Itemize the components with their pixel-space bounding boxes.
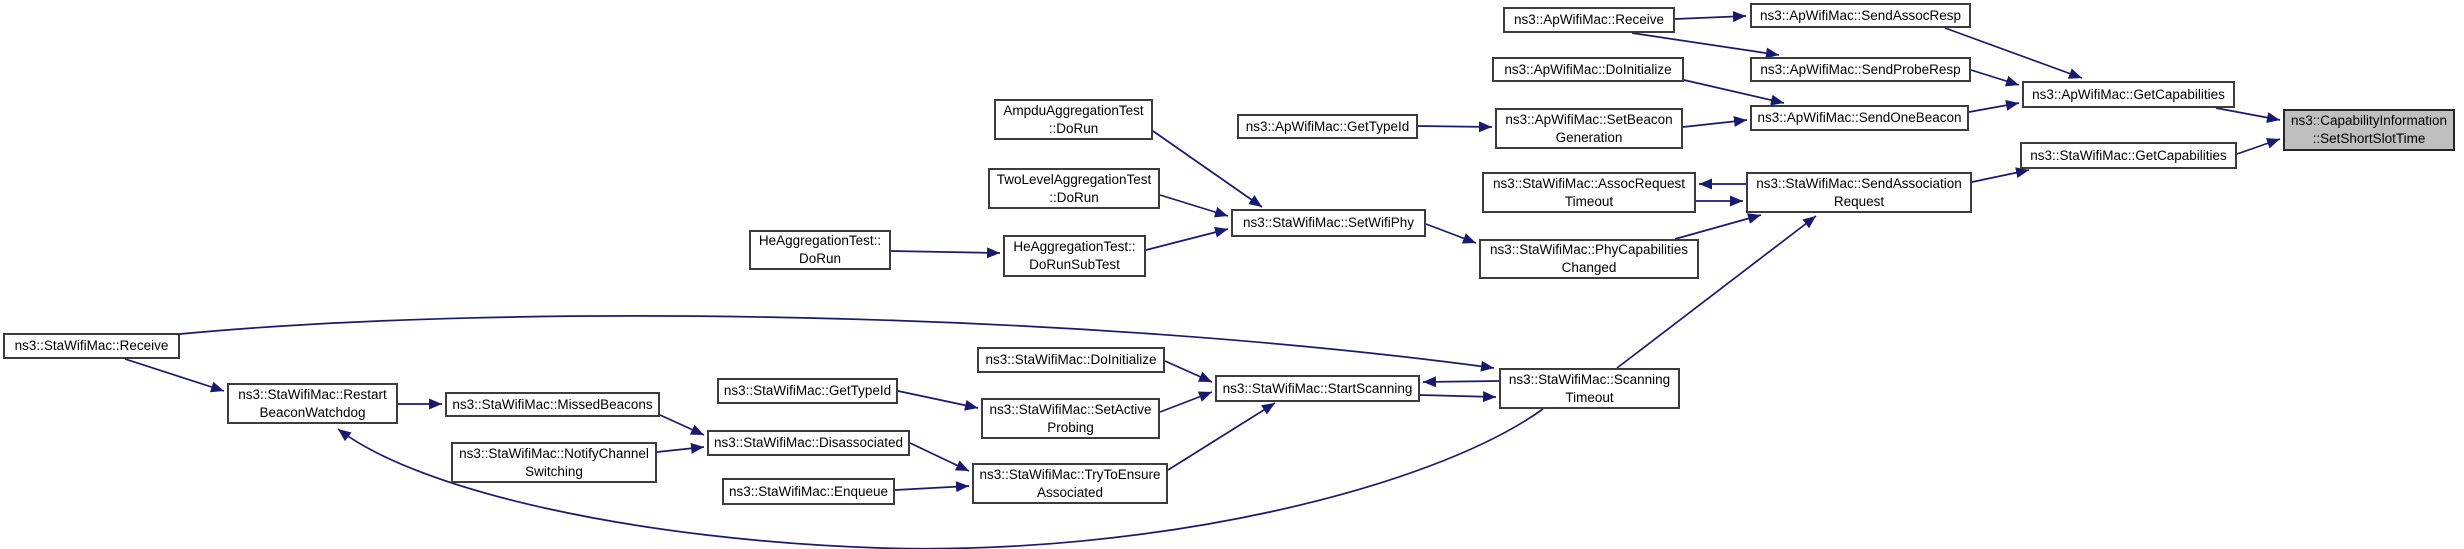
edge-scanning-timeout-to-send-association-request — [1616, 215, 1817, 369]
edge-scanning-timeout-to-restart-beacon-watchdog — [337, 408, 1544, 549]
node-sta-wifimac-get-capabilities[interactable]: ns3::StaWifiMac::GetCapabilities — [2020, 142, 2237, 169]
node-he-aggregation-test-do-run-sub-test[interactable]: HeAggregationTest:: DoRunSubTest — [1003, 235, 1146, 277]
edge-notify-channel-switching-to-disassociated — [656, 442, 705, 454]
edge-set-beacon-generation-to-send-one-beacon — [1682, 115, 1748, 128]
edge-sta-get-capabilities-to-target — [2236, 138, 2281, 155]
edge-send-assoc-resp-to-ap-get-capabilities — [1944, 27, 2083, 79]
node-sta-wifimac-set-wifi-phy[interactable]: ns3::StaWifiMac::SetWifiPhy — [1231, 209, 1426, 237]
node-ap-wifimac-set-beacon-generation[interactable]: ns3::ApWifiMac::SetBeacon Generation — [1495, 108, 1683, 149]
node-ap-wifimac-send-probe-resp[interactable]: ns3::ApWifiMac::SendProbeResp — [1750, 57, 1971, 82]
edge-ap-receive-to-send-probe-resp — [1631, 32, 1780, 59]
edge-sta-receive-to-scanning-timeout — [179, 315, 1495, 372]
node-sta-wifimac-start-scanning[interactable]: ns3::StaWifiMac::StartScanning — [1215, 375, 1420, 402]
edge-he-dorunsubtest-to-set-wifi-phy — [1145, 226, 1229, 251]
edge-send-probe-resp-to-ap-get-capabilities — [1970, 69, 2020, 87]
node-capability-information-set-short-slot-time: ns3::CapabilityInformation ::SetShortSlo… — [2283, 109, 2455, 151]
node-sta-wifimac-get-type-id[interactable]: ns3::StaWifiMac::GetTypeId — [717, 378, 898, 404]
node-sta-wifimac-missed-beacons[interactable]: ns3::StaWifiMac::MissedBeacons — [445, 392, 660, 417]
edge-twolevel-dorun-to-set-wifi-phy — [1159, 194, 1229, 218]
node-he-aggregation-test-do-run[interactable]: HeAggregationTest:: DoRun — [749, 230, 891, 270]
edge-ap-get-type-id-to-set-beacon-generation — [1417, 121, 1493, 133]
node-ap-wifimac-send-assoc-resp[interactable]: ns3::ApWifiMac::SendAssocResp — [1750, 3, 1971, 28]
edge-phy-capabilities-changed-to-send-association-request — [1674, 213, 1762, 240]
edge-ap-get-capabilities-to-target — [2215, 107, 2281, 124]
node-sta-wifimac-disassociated[interactable]: ns3::StaWifiMac::Disassociated — [707, 430, 910, 456]
node-ap-wifimac-do-initialize[interactable]: ns3::ApWifiMac::DoInitialize — [1492, 57, 1684, 82]
edge-scanning-timeout-to-start-scanning — [1422, 376, 1500, 388]
node-sta-wifimac-try-to-ensure-associated[interactable]: ns3::StaWifiMac::TryToEnsure Associated — [972, 463, 1168, 504]
edge-send-association-request-to-sta-get-capabilities — [1971, 167, 2030, 183]
edge-ap-do-initialize-to-send-one-beacon — [1683, 79, 1785, 106]
node-sta-wifimac-receive[interactable]: ns3::StaWifiMac::Receive — [3, 333, 180, 359]
edge-ap-receive-to-send-assoc-resp — [1674, 11, 1747, 23]
node-ap-wifimac-send-one-beacon[interactable]: ns3::ApWifiMac::SendOneBeacon — [1750, 105, 1969, 131]
node-sta-wifimac-restart-beacon-watchdog[interactable]: ns3::StaWifiMac::Restart BeaconWatchdog — [227, 383, 398, 424]
node-sta-wifimac-do-initialize[interactable]: ns3::StaWifiMac::DoInitialize — [977, 347, 1165, 373]
edge-sta-get-type-id-to-set-active-probing — [897, 390, 979, 411]
node-sta-wifimac-assoc-request-timeout[interactable]: ns3::StaWifiMac::AssocRequest Timeout — [1482, 172, 1696, 213]
node-sta-wifimac-set-active-probing[interactable]: ns3::StaWifiMac::SetActive Probing — [981, 398, 1160, 439]
edge-try-to-ensure-associated-to-start-scanning — [1167, 402, 1276, 471]
edge-he-dorun-to-he-dorunsubtest — [890, 247, 1001, 259]
node-sta-wifimac-phy-capabilities-changed[interactable]: ns3::StaWifiMac::PhyCapabilities Changed — [1479, 239, 1699, 279]
node-sta-wifimac-scanning-timeout[interactable]: ns3::StaWifiMac::Scanning Timeout — [1499, 368, 1680, 409]
edge-send-one-beacon-to-ap-get-capabilities — [1968, 99, 2020, 113]
edge-sta-receive-to-restart-beacon-watchdog — [124, 358, 225, 393]
node-ap-wifimac-get-type-id[interactable]: ns3::ApWifiMac::GetTypeId — [1237, 114, 1418, 139]
node-ap-wifimac-receive[interactable]: ns3::ApWifiMac::Receive — [1503, 7, 1675, 33]
edge-ampdu-dorun-to-set-wifi-phy — [1152, 130, 1263, 208]
edge-disassociated-to-try-to-ensure-associated — [909, 442, 970, 472]
edge-set-active-probing-to-start-scanning — [1159, 391, 1213, 413]
edge-enqueue-to-try-to-ensure-associated — [894, 481, 970, 493]
node-ap-wifimac-get-capabilities[interactable]: ns3::ApWifiMac::GetCapabilities — [2022, 81, 2235, 108]
edge-sta-do-initialize-to-start-scanning — [1164, 360, 1213, 383]
node-sta-wifimac-send-association-request[interactable]: ns3::StaWifiMac::SendAssociation Request — [1746, 172, 1972, 213]
node-ampdu-aggregation-test-do-run[interactable]: AmpduAggregationTest ::DoRun — [994, 99, 1153, 140]
node-sta-wifimac-notify-channel-switching[interactable]: ns3::StaWifiMac::NotifyChannel Switching — [451, 442, 657, 483]
node-two-level-aggregation-test-do-run[interactable]: TwoLevelAggregationTest ::DoRun — [988, 168, 1160, 209]
node-sta-wifimac-enqueue[interactable]: ns3::StaWifiMac::Enqueue — [722, 478, 895, 505]
edge-start-scanning-to-scanning-timeout — [1419, 391, 1497, 403]
edge-set-wifi-phy-to-phy-capabilities-changed — [1425, 223, 1477, 244]
edge-missed-beacons-to-disassociated — [659, 414, 705, 436]
